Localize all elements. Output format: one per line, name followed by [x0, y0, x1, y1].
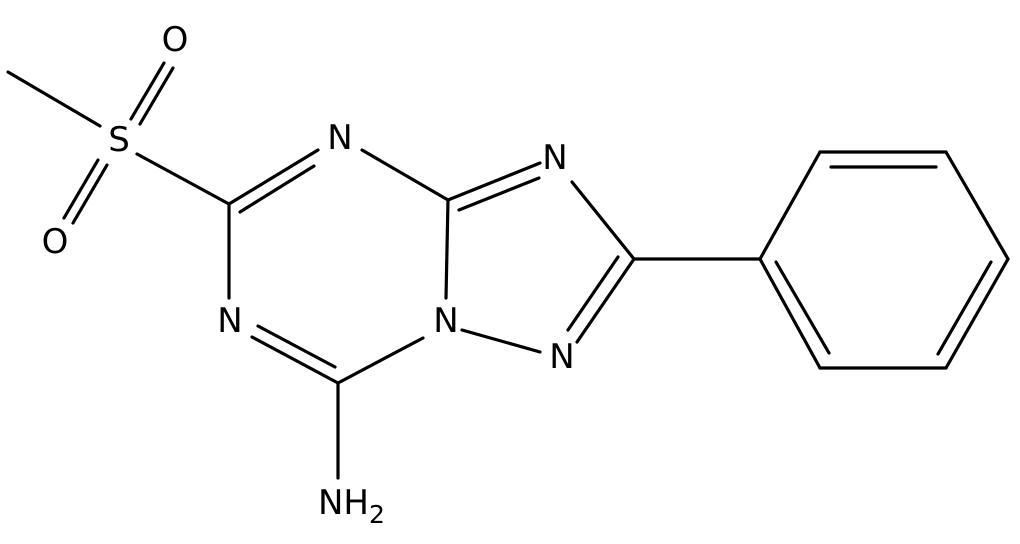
bond-methyl-sulfur [6, 70, 102, 128]
amine-subscript: 2 [369, 500, 385, 529]
bond-phenyl-6 [758, 257, 822, 370]
bond-phenyl-1 [758, 150, 822, 261]
bond-c8a-n-bridge [444, 198, 450, 300]
bond-sulfur-oxygen-bottom-a [62, 158, 100, 220]
atom-oxygen-bottom: O [42, 222, 69, 262]
atom-oxygen-top: O [162, 20, 189, 60]
bond-n-bridge-c5 [336, 336, 425, 385]
amine-main-label: NH [318, 483, 369, 523]
atom-nitrogen-triazine-top: N [327, 118, 352, 158]
atom-amine: NH2 [318, 483, 385, 529]
bond-c6-n-top [227, 148, 320, 206]
bond-c5-n-bottom-inner [256, 324, 337, 369]
bond-sulfur-ring [135, 152, 231, 206]
triazole-ring [446, 161, 636, 354]
bond-n-triazole-top-c2 [570, 180, 636, 261]
bond-c8a-n-triazole-top-inner [457, 176, 541, 212]
phenyl-ring [632, 150, 1010, 370]
bond-n-triazole-bottom-n-bridge [460, 328, 542, 354]
atom-nitrogen-triazole-bottom: N [549, 337, 574, 377]
bond-sulfur-oxygen-top-a [129, 61, 166, 121]
bond-c2-n-triazole-bottom [575, 257, 636, 344]
methylsulfonyl-group [6, 61, 231, 225]
bond-n-top-c8a [360, 148, 450, 202]
bond-phenyl-3 [944, 150, 1010, 261]
triazine-ring [227, 148, 450, 385]
atom-nitrogen-triazine-bottom: N [217, 301, 242, 341]
atom-nitrogen-bridge: N [433, 301, 458, 341]
atom-sulfur: S [108, 120, 130, 160]
bond-c8a-n-triazole-top [446, 161, 542, 202]
bond-c2-n-triazole-bottom-inner [566, 255, 620, 332]
bond-phenyl-inner-2 [936, 260, 993, 356]
bond-phenyl-4 [944, 257, 1010, 370]
bond-phenyl-inner-3 [774, 260, 831, 355]
bond-sulfur-oxygen-bottom-b [71, 163, 109, 225]
bond-sulfur-oxygen-top-b [138, 66, 175, 126]
bond-c6-n-top-inner [238, 164, 316, 214]
bond-c5-n-bottom [250, 335, 340, 385]
atom-nitrogen-triazole-top: N [542, 138, 567, 178]
